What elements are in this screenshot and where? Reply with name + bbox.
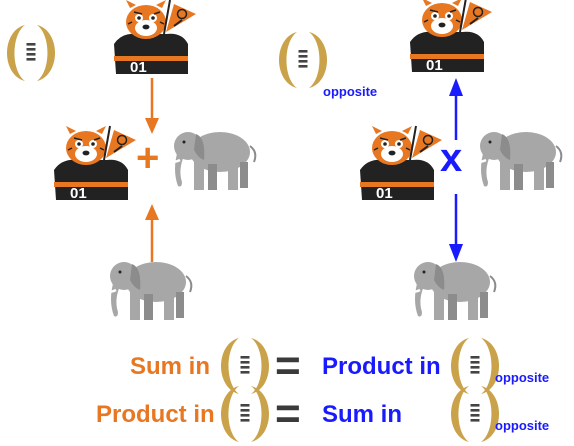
elephant-icon-bottom-left xyxy=(104,260,193,322)
eq1-subscript: opposite xyxy=(495,370,550,385)
cfp-logo-icon-eq2-right xyxy=(451,386,499,442)
cfp-logo-icon-eq2-left xyxy=(221,386,269,442)
cfp-logo-icon-opposite xyxy=(279,32,327,88)
plus-operator: + xyxy=(136,136,160,180)
arrow-head-up-right xyxy=(449,78,463,96)
tiger-mascot-icon-top-right xyxy=(409,0,493,75)
eq2-left-text: Product in xyxy=(96,401,215,428)
cfp-logo-icon-eq1-left xyxy=(221,338,269,394)
eq1-left-text: Sum in xyxy=(130,353,211,380)
arrow-head-down-right xyxy=(449,244,463,262)
eq2-right-text: Sum in xyxy=(322,401,403,428)
eq2-subscript: opposite xyxy=(495,418,550,433)
arrow-head-up-left xyxy=(145,204,159,220)
multiply-operator: x xyxy=(440,136,463,180)
cfp-logo-icon xyxy=(7,25,55,81)
tiger-mascot-icon-middle-right xyxy=(359,125,443,203)
elephant-icon-middle-left xyxy=(168,130,257,192)
eq1-equals-sign: = xyxy=(275,341,301,390)
arrow-head-down-left xyxy=(145,118,159,134)
eq1-right-text: Product in xyxy=(322,353,441,380)
elephant-icon-bottom-right xyxy=(408,260,497,322)
tiger-mascot-icon-middle-left xyxy=(53,125,137,203)
cfp-logo-icon-eq1-right xyxy=(451,338,499,394)
tiger-mascot-icon-top-left xyxy=(113,0,197,77)
elephant-icon-middle-right xyxy=(474,130,563,192)
opposite-label: opposite xyxy=(323,84,378,99)
eq2-equals-sign: = xyxy=(275,389,301,438)
